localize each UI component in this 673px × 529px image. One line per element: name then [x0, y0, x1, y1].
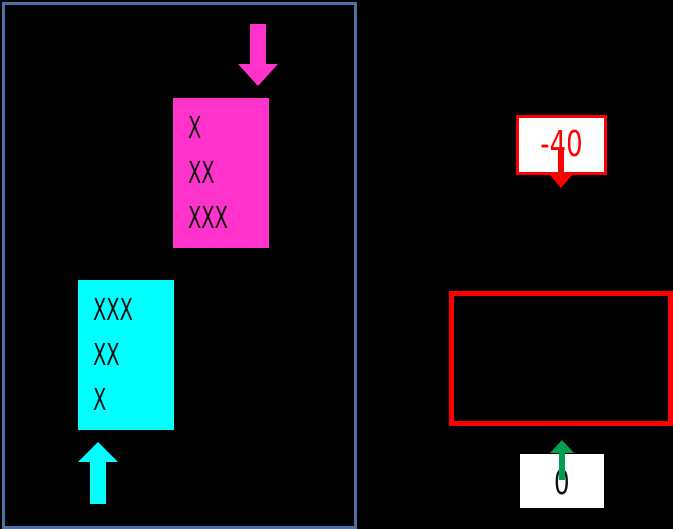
- cyan-up-arrow-icon: [78, 442, 118, 504]
- cyan-card-line-3: X: [93, 383, 107, 418]
- red-down-arrow-icon: [549, 150, 573, 188]
- magenta-card: X XX XXX: [173, 98, 269, 248]
- magenta-down-arrow-icon: [238, 24, 278, 86]
- magenta-card-line-1: X: [188, 111, 202, 146]
- cyan-card: XXX XX X: [78, 280, 174, 430]
- magenta-card-line-2: XX: [188, 156, 215, 191]
- magenta-card-line-3: XXX: [188, 201, 228, 236]
- cyan-card-line-2: XX: [93, 338, 120, 373]
- cyan-card-line-1: XXX: [93, 293, 133, 328]
- zero-box-text: 0: [554, 463, 570, 503]
- left-panel: [2, 2, 357, 529]
- green-up-arrow-icon: [550, 440, 574, 480]
- target-rectangle: [449, 291, 673, 426]
